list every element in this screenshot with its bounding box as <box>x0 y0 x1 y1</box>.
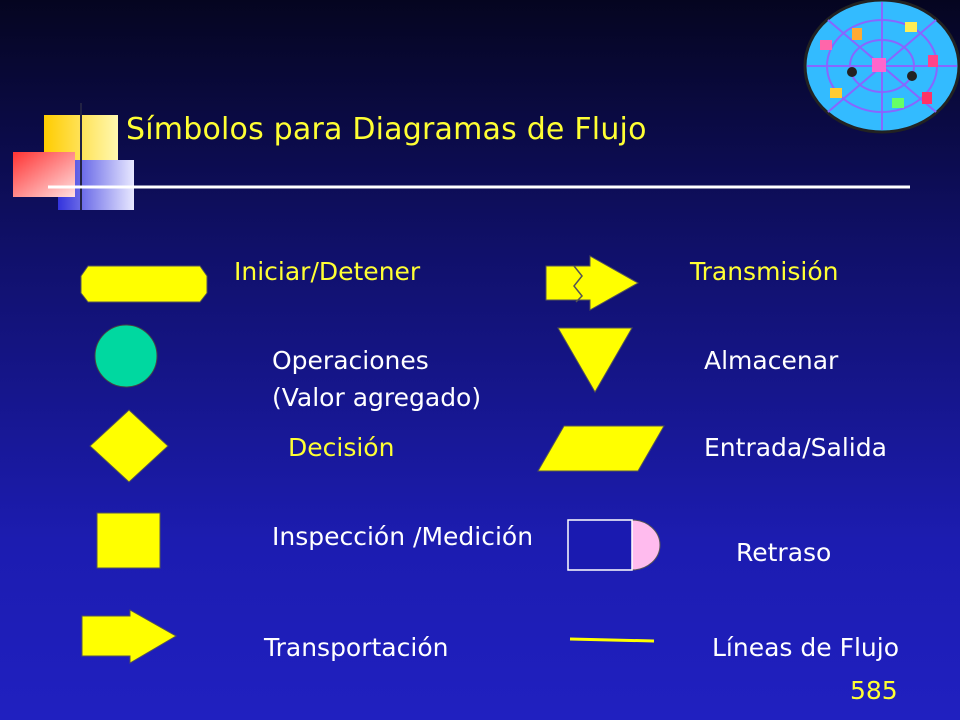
label-inspection: Inspección /Medición <box>272 522 534 551</box>
label-operations-line1: Operaciones <box>272 346 429 375</box>
decision-symbol <box>89 409 169 483</box>
inspection-symbol <box>96 512 161 569</box>
label-operations-line2: (Valor agregado) <box>272 383 482 412</box>
label-input-output: Entrada/Salida <box>704 433 887 462</box>
delay-symbol <box>567 519 661 571</box>
label-flow-lines: Líneas de Flujo <box>712 633 899 662</box>
transport-symbol <box>81 609 178 664</box>
label-delay: Retraso <box>736 538 832 567</box>
label-transmission: Transmisión <box>690 257 839 286</box>
input-output-symbol <box>537 425 665 472</box>
operation-symbol <box>94 324 158 388</box>
globe-network-icon <box>803 0 960 134</box>
page-number: 585 <box>850 676 898 705</box>
label-transport: Transportación <box>264 633 449 662</box>
transmission-symbol <box>545 255 640 311</box>
storage-symbol <box>557 327 633 393</box>
label-decision: Decisión <box>288 433 395 462</box>
label-start-stop: Iniciar/Detener <box>234 257 421 286</box>
flow-line-symbol <box>569 637 655 643</box>
slide-title: Símbolos para Diagramas de Flujo <box>126 112 647 147</box>
label-storage: Almacenar <box>704 346 839 375</box>
